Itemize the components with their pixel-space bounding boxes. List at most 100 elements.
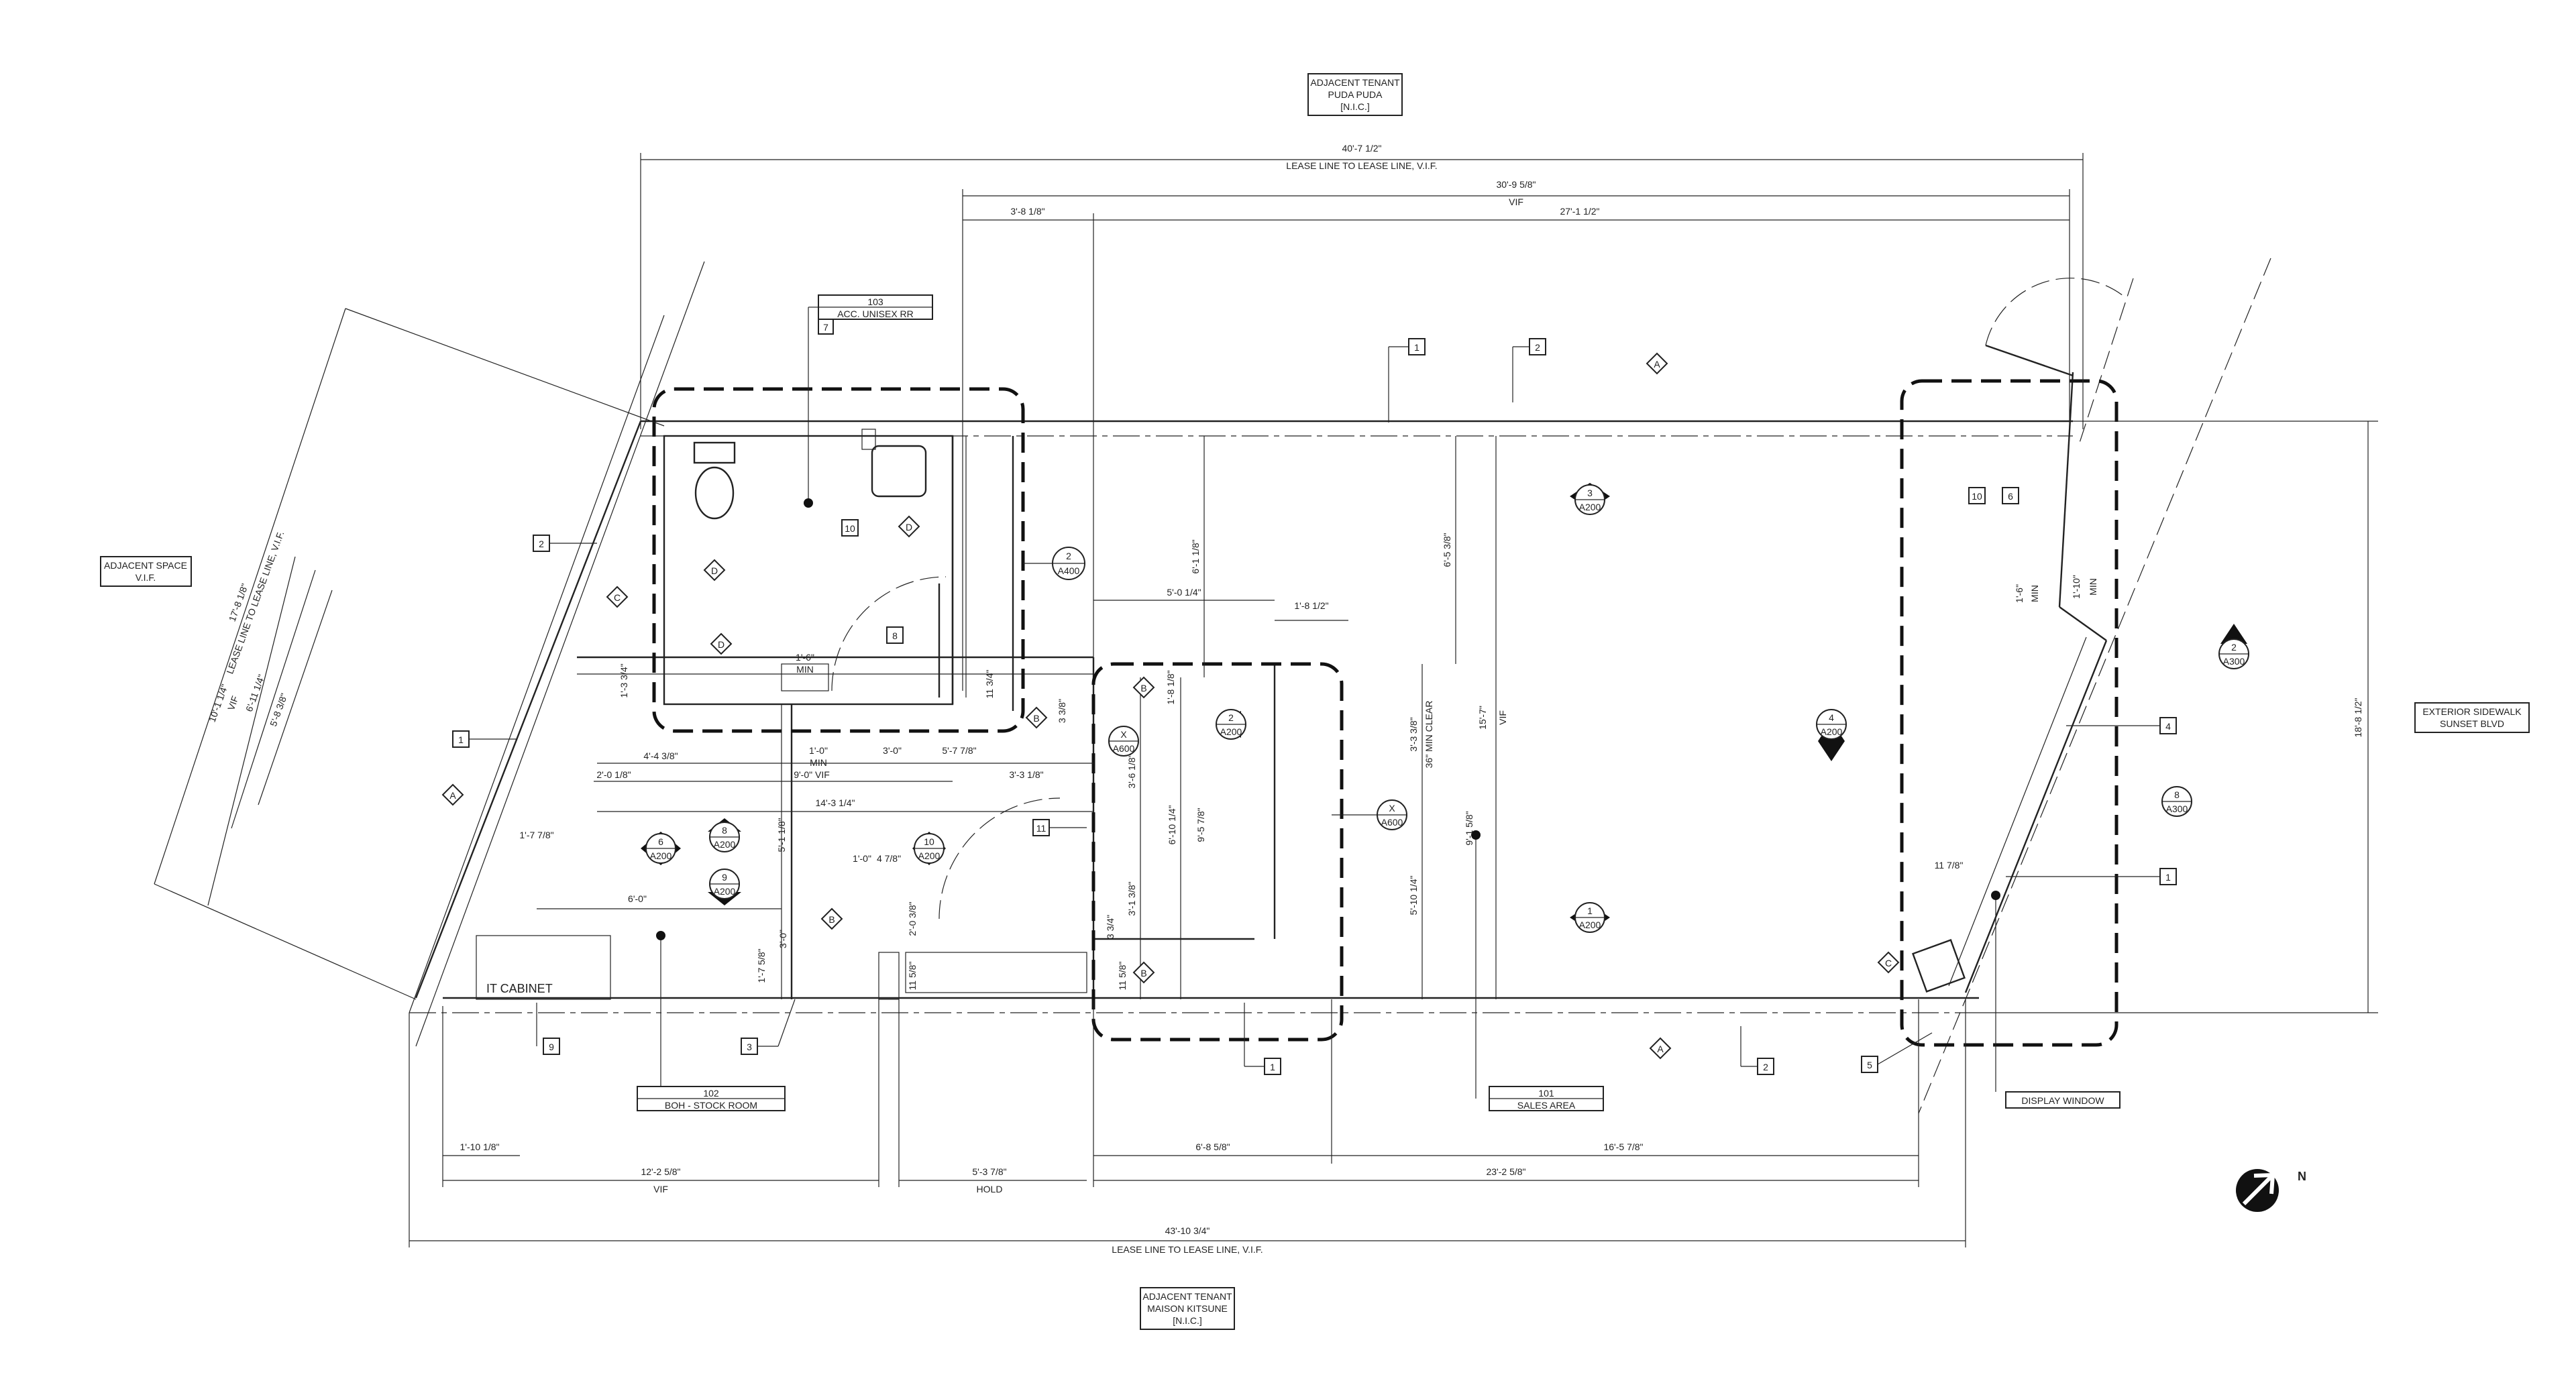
svg-text:3 3/8": 3 3/8"	[1057, 699, 1067, 723]
svg-text:101: 101	[1538, 1088, 1554, 1099]
svg-text:A200: A200	[1220, 726, 1242, 737]
svg-text:[N.I.C.]: [N.I.C.]	[1173, 1315, 1202, 1326]
svg-text:3'-1 3/8": 3'-1 3/8"	[1126, 881, 1137, 915]
svg-text:4'-4 3/8": 4'-4 3/8"	[643, 750, 678, 761]
svg-text:B: B	[1033, 713, 1039, 724]
svg-text:HOLD: HOLD	[977, 1184, 1003, 1194]
keynote-10-window: 10	[1968, 487, 1986, 504]
svg-text:1'-7 7/8": 1'-7 7/8"	[519, 830, 553, 840]
svg-text:6'-5 3/8": 6'-5 3/8"	[1442, 533, 1452, 567]
svg-text:3'-0": 3'-0"	[883, 745, 902, 756]
svg-text:6: 6	[2008, 491, 2013, 502]
svg-text:16'-5 7/8": 16'-5 7/8"	[1603, 1141, 1643, 1152]
wall-type-a-bottom: A	[1649, 1037, 1672, 1060]
keynote-5: 5	[1861, 1032, 1933, 1073]
svg-text:MIN: MIN	[2088, 578, 2098, 596]
svg-text:5'-3 7/8": 5'-3 7/8"	[972, 1166, 1006, 1177]
wall-type-d-1: D	[703, 559, 726, 581]
svg-text:1'-6": 1'-6"	[2014, 584, 2025, 603]
svg-text:MIN: MIN	[810, 757, 827, 768]
svg-text:3'-0": 3'-0"	[777, 930, 788, 948]
svg-text:A300: A300	[2166, 803, 2188, 814]
keynote-2-left: 2	[533, 535, 597, 552]
svg-text:8: 8	[2174, 789, 2180, 800]
svg-text:9'-1 5/8": 9'-1 5/8"	[1464, 811, 1474, 845]
svg-text:ADJACENT SPACE: ADJACENT SPACE	[104, 560, 187, 571]
svg-text:6'-11 1/4": 6'-11 1/4"	[244, 673, 267, 713]
svg-text:MIN: MIN	[796, 664, 814, 675]
svg-text:2: 2	[1228, 712, 1234, 723]
svg-text:1'-8 1/8": 1'-8 1/8"	[1165, 670, 1176, 704]
svg-text:3 3/4": 3 3/4"	[1105, 915, 1116, 939]
wall-type-tags: A A A C C D D D B B B B	[441, 352, 1900, 1060]
dimension-text-bottom: 1'-10 1/8" 6'-8 5/8" 16'-5 7/8" 12'-2 5/…	[460, 1141, 1643, 1255]
keynote-11: 11	[1032, 819, 1087, 836]
svg-text:103: 103	[867, 296, 883, 307]
svg-text:5'-1 1/8": 5'-1 1/8"	[776, 818, 787, 852]
svg-text:2: 2	[1763, 1062, 1768, 1072]
svg-text:A600: A600	[1113, 743, 1135, 754]
svg-text:D: D	[906, 522, 912, 533]
svg-text:C: C	[1885, 958, 1892, 968]
svg-text:1: 1	[1587, 905, 1593, 916]
svg-text:1'-7 5/8": 1'-7 5/8"	[756, 948, 767, 983]
svg-text:1'-10": 1'-10"	[2071, 575, 2082, 599]
room-tag-102: 102 BOH - STOCK ROOM	[637, 931, 786, 1111]
svg-text:2: 2	[2231, 642, 2237, 653]
svg-text:14'-3 1/4": 14'-3 1/4"	[815, 797, 855, 808]
restroom-fixtures	[693, 429, 927, 691]
keynote-4: 4	[2066, 717, 2177, 734]
svg-text:ADJACENT TENANT: ADJACENT TENANT	[1142, 1291, 1232, 1302]
svg-text:1'-10 1/8": 1'-10 1/8"	[460, 1141, 499, 1152]
svg-text:EXTERIOR SIDEWALK: EXTERIOR SIDEWALK	[2422, 706, 2522, 717]
adjacent-space-left: ADJACENT SPACE V.I.F.	[100, 556, 192, 587]
svg-text:36" MIN CLEAR: 36" MIN CLEAR	[1424, 701, 1434, 769]
svg-text:A300: A300	[2223, 656, 2245, 667]
svg-text:PUDA PUDA: PUDA PUDA	[1328, 89, 1383, 100]
svg-text:A: A	[1657, 1044, 1664, 1054]
svg-text:18'-8 1/2": 18'-8 1/2"	[2353, 698, 2363, 737]
svg-text:9'-5 7/8": 9'-5 7/8"	[1195, 807, 1206, 842]
svg-text:4: 4	[1829, 712, 1834, 723]
dimension-text-inner: 6'-1 1/8" 6'-5 3/8" 15'-7" VIF 5'-0 1/4"…	[519, 533, 2098, 990]
svg-text:3'-6 1/8": 3'-6 1/8"	[1126, 754, 1137, 788]
svg-text:B: B	[1140, 683, 1146, 693]
svg-text:9'-0" VIF: 9'-0" VIF	[794, 769, 830, 780]
keynote-10-rr: 10	[841, 519, 859, 537]
svg-text:ACC. UNISEX RR: ACC. UNISEX RR	[837, 309, 914, 319]
keynote-1-left: 1	[452, 730, 517, 748]
svg-text:1: 1	[1270, 1062, 1275, 1072]
svg-text:6'-1 1/8": 6'-1 1/8"	[1190, 539, 1201, 573]
svg-text:VIF: VIF	[225, 694, 240, 712]
svg-text:2: 2	[539, 539, 544, 549]
svg-text:3: 3	[747, 1042, 752, 1052]
svg-text:27'-1 1/2": 27'-1 1/2"	[1560, 206, 1599, 217]
wall-type-d-2: D	[898, 515, 920, 538]
svg-text:N: N	[2298, 1170, 2306, 1183]
svg-text:7: 7	[823, 322, 828, 333]
wall-type-b-1: B	[1025, 706, 1048, 729]
wall-type-a-top: A	[1646, 352, 1668, 375]
keynote-6-window: 6	[2002, 487, 2019, 504]
svg-text:11 5/8": 11 5/8"	[1117, 962, 1128, 991]
svg-text:3'-8 1/8": 3'-8 1/8"	[1010, 206, 1044, 217]
svg-text:102: 102	[703, 1088, 719, 1099]
svg-text:SALES AREA: SALES AREA	[1517, 1100, 1576, 1111]
adjacent-tenant-top: ADJACENT TENANT PUDA PUDA [N.I.C.]	[1307, 73, 1403, 116]
svg-text:X: X	[1120, 729, 1127, 740]
svg-text:A: A	[1654, 359, 1660, 370]
svg-text:9: 9	[722, 872, 727, 883]
svg-text:11 5/8": 11 5/8"	[907, 962, 918, 991]
keynote-2-top: 2	[1512, 338, 1546, 402]
keynote-1-bottom: 1	[1244, 1003, 1281, 1075]
svg-text:A200: A200	[1821, 726, 1843, 737]
keynote-1-right: 1	[2006, 868, 2177, 885]
